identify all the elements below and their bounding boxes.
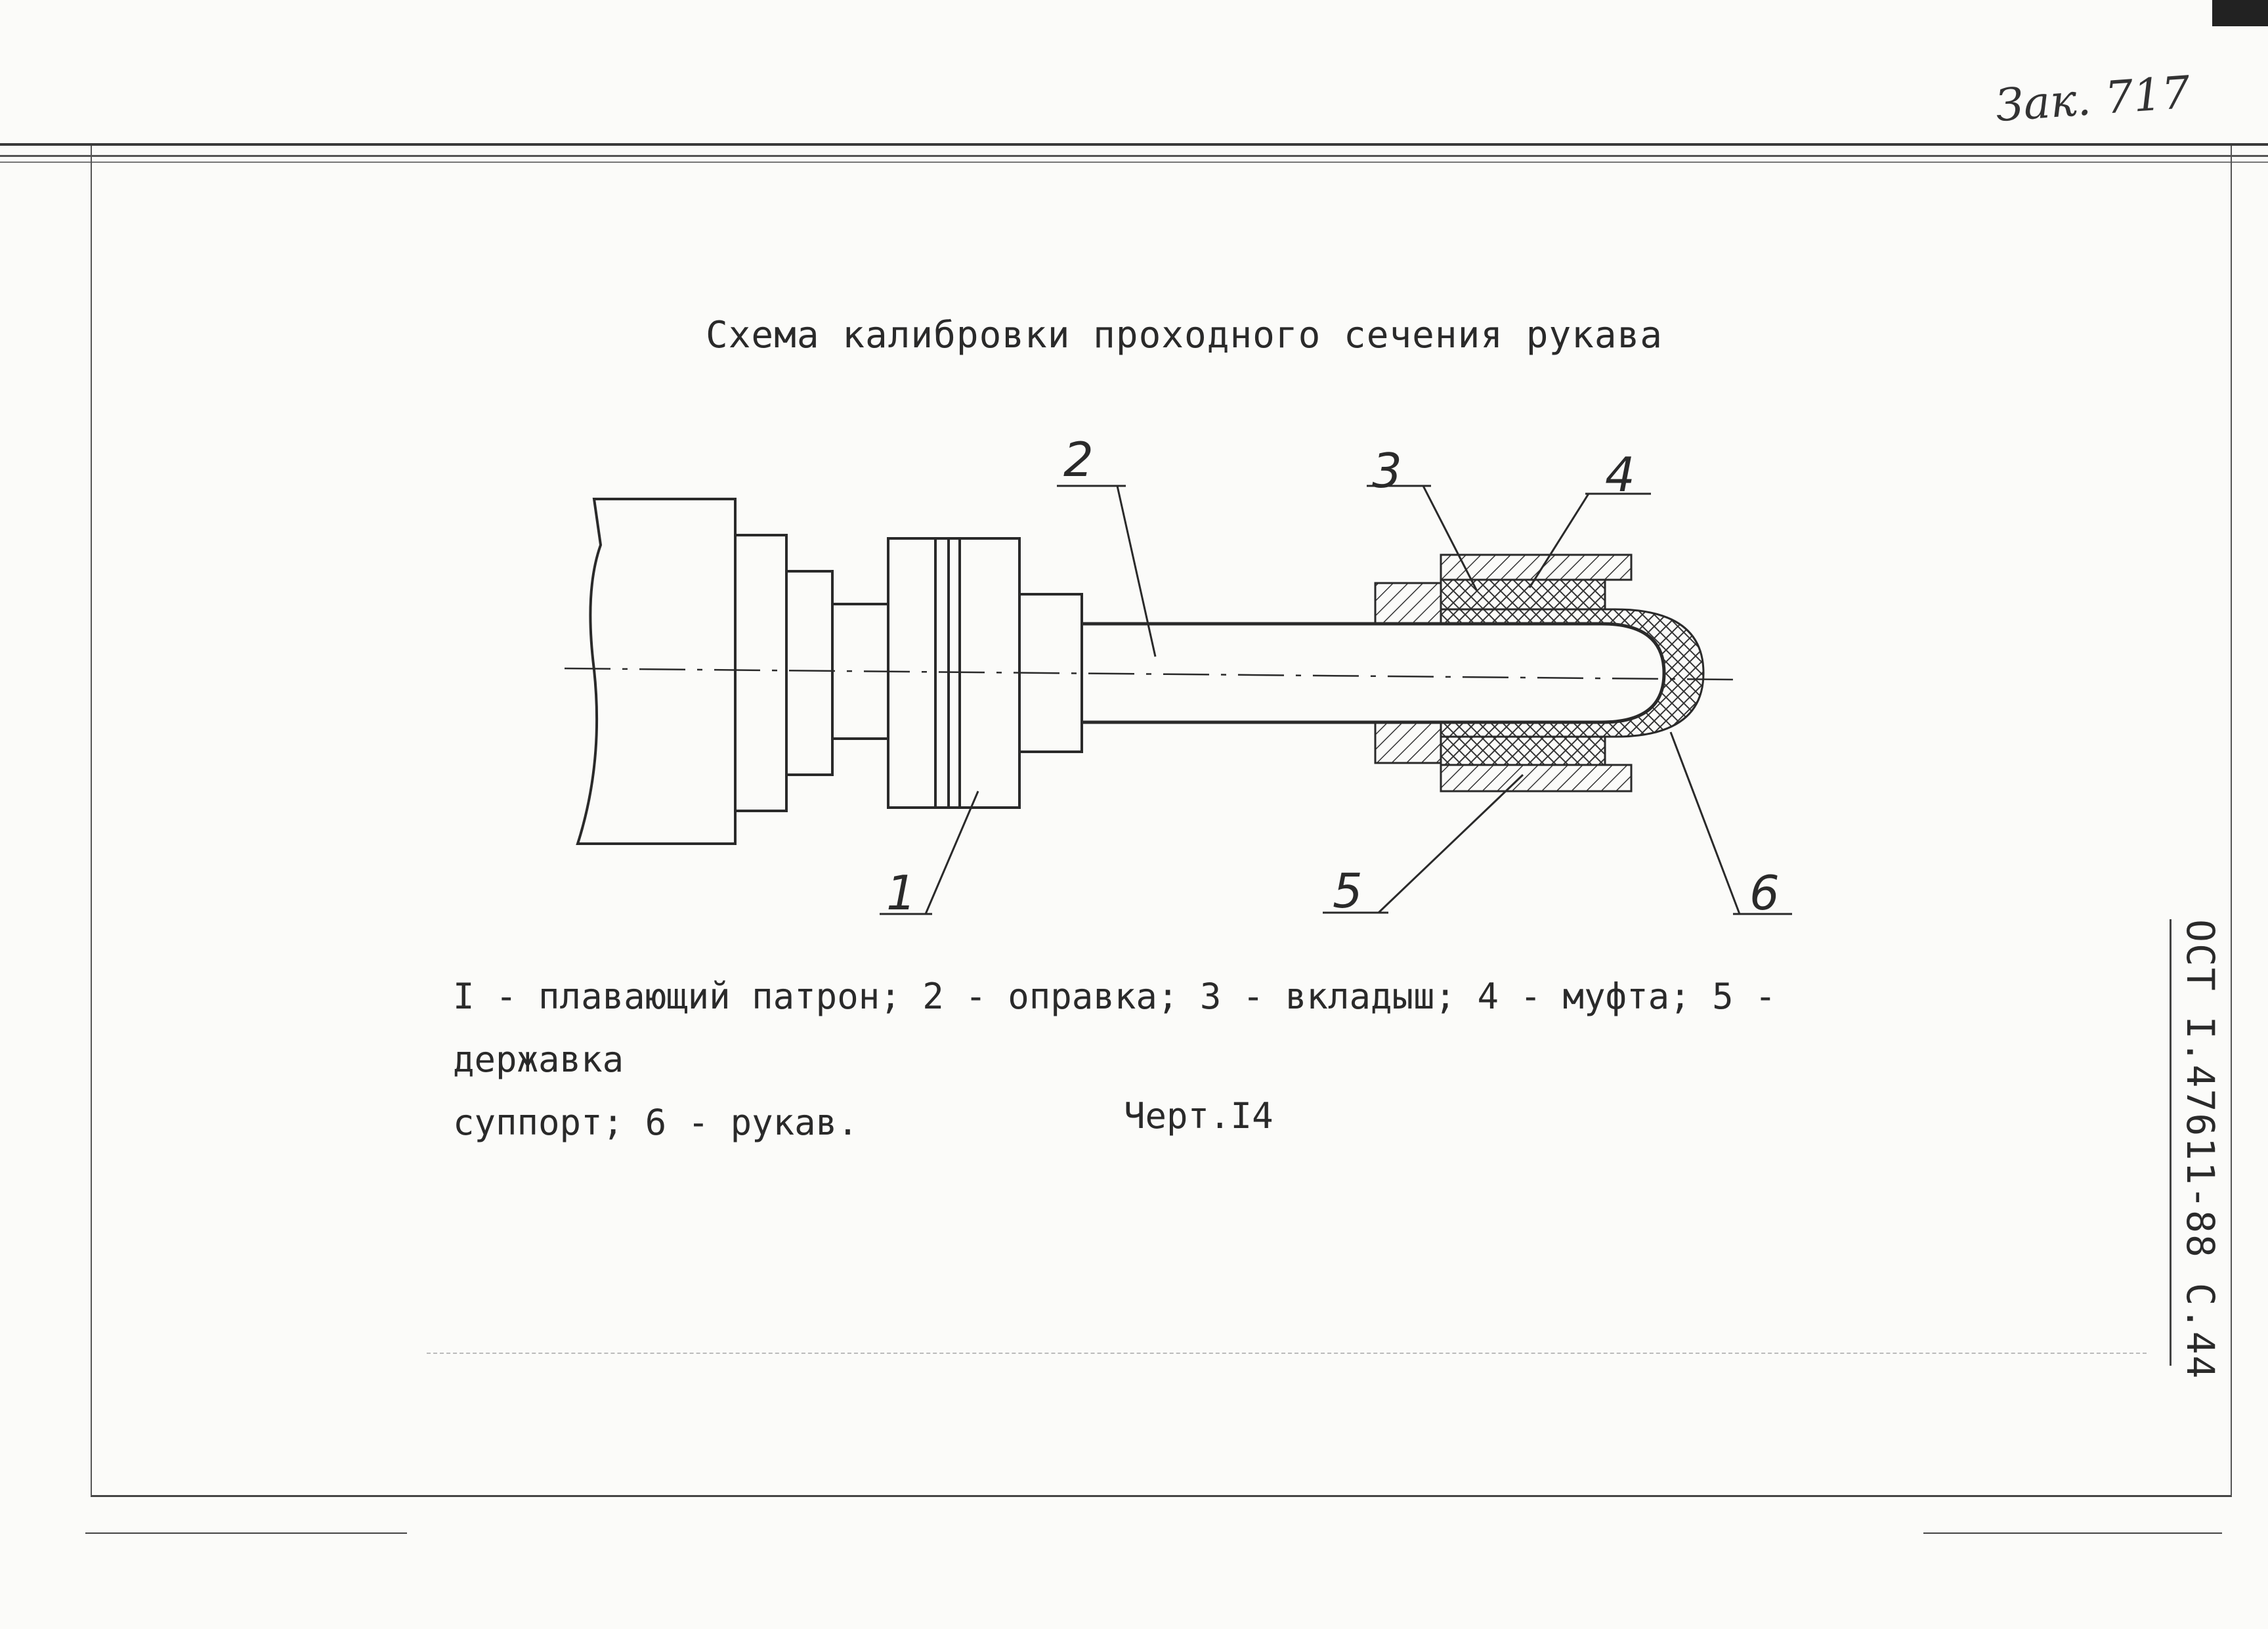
callout-5: 5: [1333, 863, 1363, 919]
frame-top-rule: [0, 143, 2268, 146]
centerline: [564, 667, 1734, 681]
floating-chuck-assembly: [576, 498, 1083, 845]
figure-caption: Черт.I4: [1124, 1095, 1273, 1137]
bottom-rule-left: [85, 1532, 407, 1534]
callout-1: 1: [886, 865, 916, 921]
bottom-rule-right: [1923, 1532, 2222, 1534]
frame-top-rule-2: [0, 155, 2268, 157]
drawing-title: Схема калибровки проходного сечения рука…: [706, 314, 1663, 357]
hose: [1440, 608, 1705, 738]
mandrel: [1082, 622, 1666, 724]
scan-corner-mark: [2212, 0, 2268, 26]
drawing-legend: I - плавающий патрон; 2 - оправка; 3 - в…: [453, 976, 1776, 1143]
callout-6: 6: [1749, 865, 1780, 921]
callout-3: 3: [1372, 443, 1402, 498]
page-frame: [91, 146, 2232, 1497]
standard-stamp: ОСТ I.47611-88 С.44: [2170, 919, 2224, 1379]
callout-4: 4: [1605, 447, 1635, 502]
standard-stamp-text: ОСТ I.47611-88 С.44: [2178, 919, 2223, 1380]
frame-top-rule-3: [0, 162, 2268, 163]
insert-coupling-holder: [1374, 554, 1633, 793]
callout-2: 2: [1063, 432, 1094, 487]
leader-lines: [880, 485, 1792, 915]
faint-divider: [427, 1353, 2147, 1354]
